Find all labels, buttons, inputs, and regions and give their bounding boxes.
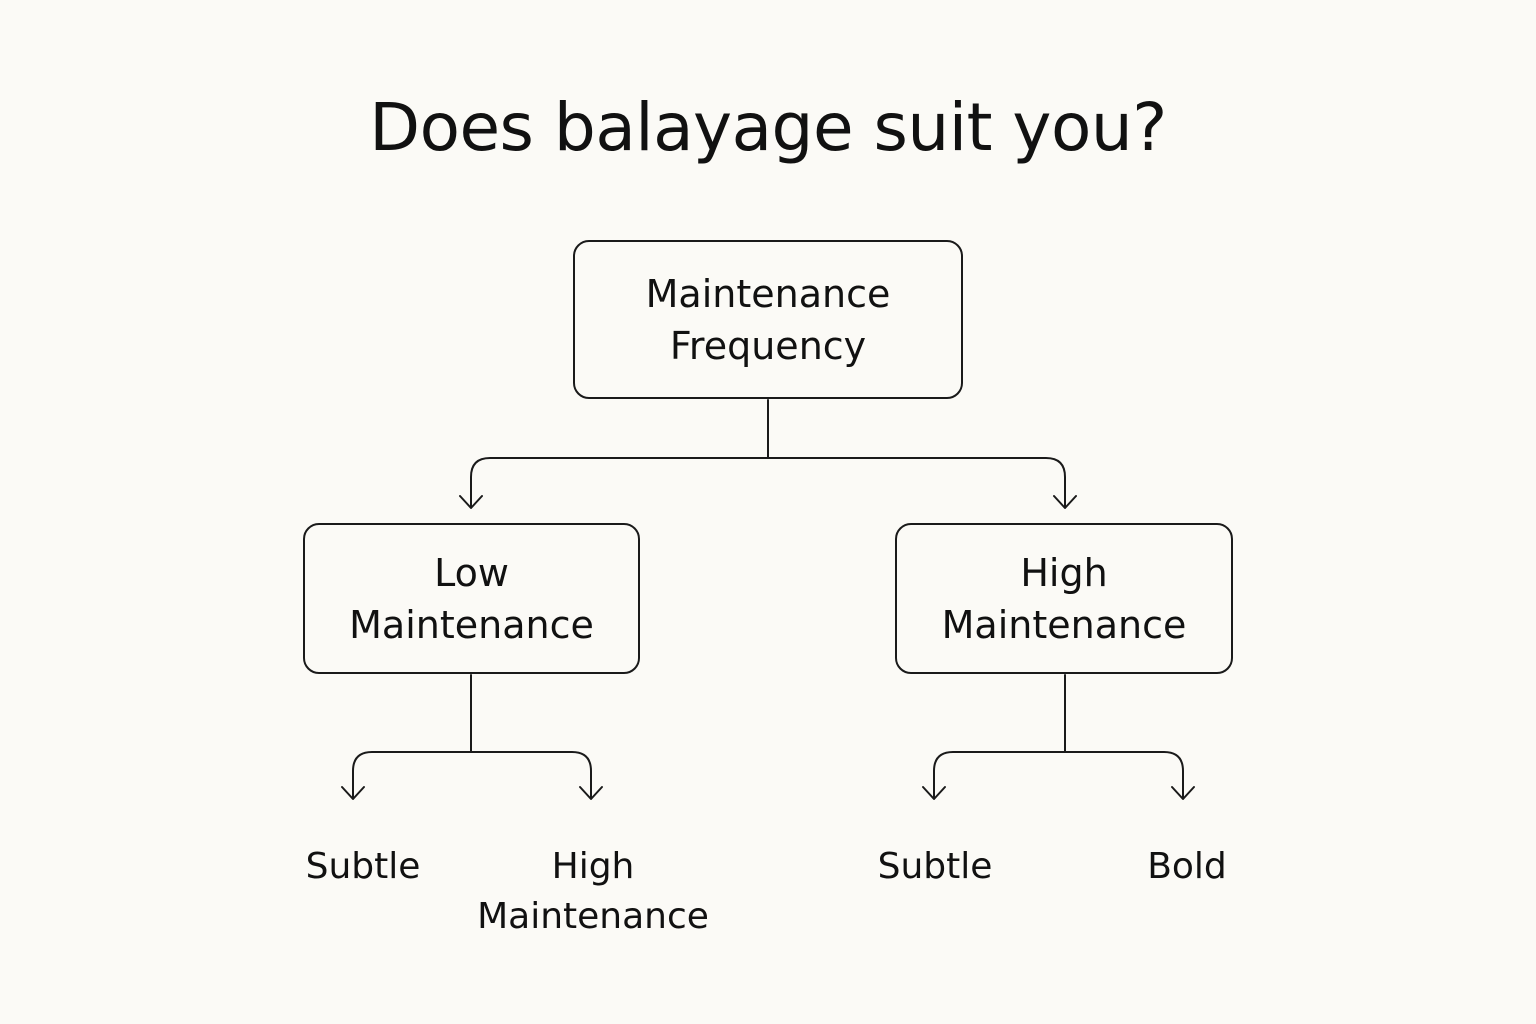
arrowhead-low-high xyxy=(579,786,603,800)
node-high-maintenance: High Maintenance xyxy=(895,523,1233,674)
connector-low-to-subtle xyxy=(352,751,472,799)
connector-root-to-high xyxy=(767,457,1066,508)
connector-high-to-subtle xyxy=(933,751,1066,799)
root-node-line1: Maintenance xyxy=(645,271,891,316)
root-node-maintenance-frequency: Maintenance Frequency xyxy=(573,240,963,399)
leaf-low-high-line1: High xyxy=(551,846,635,887)
node-high-line2: Maintenance xyxy=(941,602,1187,647)
leaf-high-subtle-line1: Subtle xyxy=(877,846,993,887)
node-high-line1: High xyxy=(1020,550,1108,595)
leaf-high-subtle: Subtle xyxy=(835,842,1035,892)
arrowhead-high-bold xyxy=(1171,786,1195,800)
leaf-low-subtle-line1: Subtle xyxy=(305,846,421,887)
leaf-high-bold: Bold xyxy=(1107,842,1267,892)
arrowhead-low-subtle xyxy=(341,786,365,800)
connector-high-to-bold xyxy=(1064,751,1184,799)
leaf-low-subtle: Subtle xyxy=(263,842,463,892)
connector-root-to-low xyxy=(470,457,769,508)
node-low-line1: Low xyxy=(434,550,509,595)
arrowhead-high xyxy=(1053,495,1077,509)
arrowhead-high-subtle xyxy=(922,786,946,800)
root-node-line2: Frequency xyxy=(669,323,867,368)
leaf-low-high-line2: Maintenance xyxy=(477,896,709,937)
leaf-low-high-maintenance: High Maintenance xyxy=(463,842,723,942)
connector-low-to-high xyxy=(470,751,592,799)
node-low-maintenance: Low Maintenance xyxy=(303,523,640,674)
node-low-line2: Maintenance xyxy=(349,602,594,647)
arrowhead-low xyxy=(459,495,483,509)
leaf-high-bold-line1: Bold xyxy=(1147,846,1227,887)
diagram-title: Does balayage suit you? xyxy=(369,89,1167,166)
